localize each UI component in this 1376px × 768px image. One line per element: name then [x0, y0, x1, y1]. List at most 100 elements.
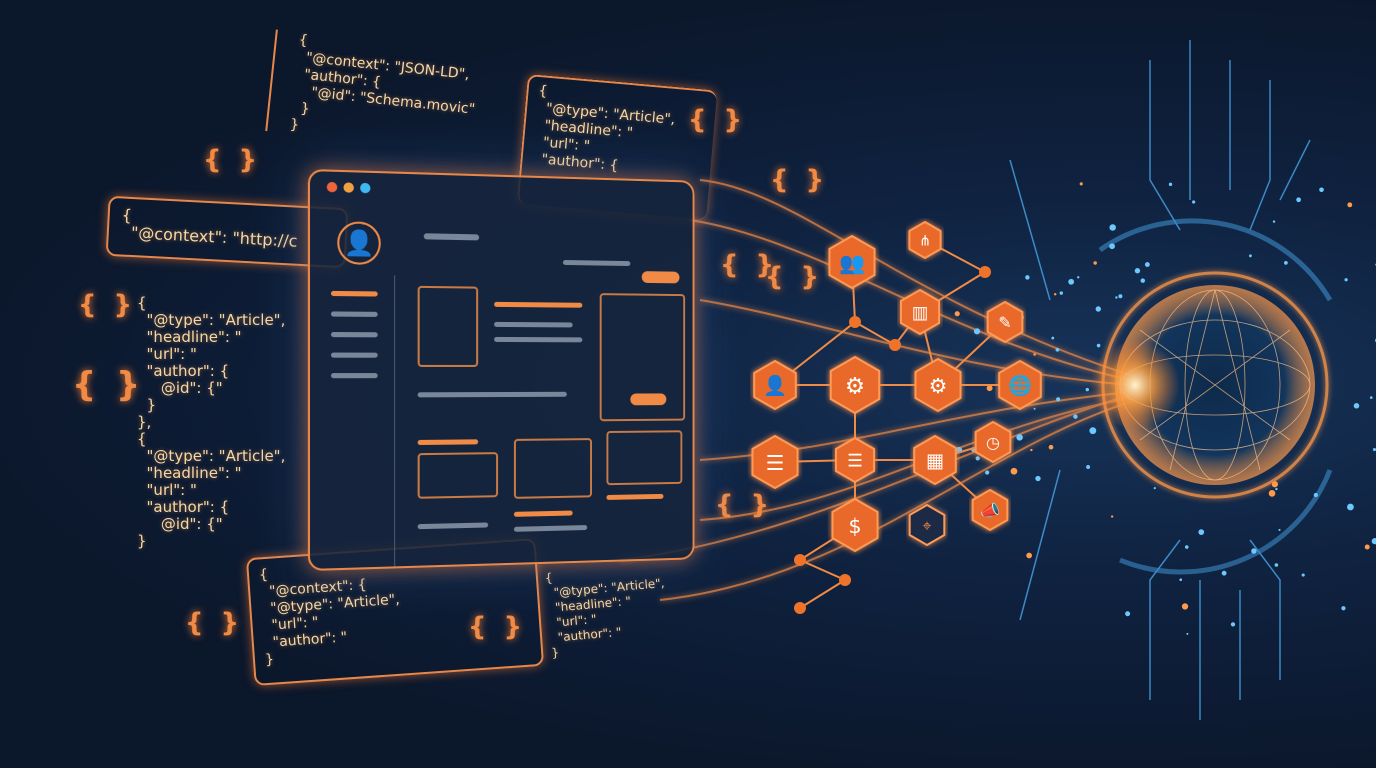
network-dot [889, 339, 901, 351]
particle [1185, 545, 1189, 549]
particle [1141, 278, 1145, 282]
particle [1275, 563, 1279, 567]
particle [1026, 553, 1032, 559]
particle [1049, 445, 1054, 450]
particle [1035, 476, 1040, 481]
particle [1125, 611, 1130, 616]
particle [1096, 306, 1101, 311]
particle [1192, 200, 1195, 203]
code-block-context: { "@context": "JSON-LD", "author": { "@i… [265, 29, 481, 152]
edit-icon: ✎ [998, 313, 1011, 332]
particle [1154, 487, 1156, 489]
code-line: "url": " [137, 482, 285, 499]
particle [1080, 182, 1083, 185]
particle [1372, 538, 1376, 544]
code-line: } [137, 533, 285, 550]
globe-icon: 🌐 [1008, 374, 1032, 397]
building-icon: ▥ [912, 304, 929, 324]
code-line: } [137, 397, 285, 414]
particle [1089, 427, 1096, 434]
particle [1056, 348, 1060, 352]
people-icon: 👥 [839, 251, 865, 275]
particle [1354, 403, 1360, 409]
particle [1179, 578, 1182, 581]
particle [1222, 571, 1227, 576]
network-dot [979, 266, 991, 278]
braces-icon: { } [688, 105, 746, 135]
particle [1365, 545, 1370, 550]
code-line: @id": {" [137, 380, 285, 397]
particle [1118, 294, 1122, 298]
window-maximize-dot [360, 183, 370, 194]
particle [1231, 622, 1235, 626]
image-placeholder [606, 430, 682, 485]
code-line: "@type": "Article", [137, 312, 285, 329]
network-dot [794, 602, 806, 614]
particle [1370, 396, 1373, 399]
particle [1249, 254, 1252, 257]
particle [1296, 197, 1301, 202]
particle [1077, 276, 1079, 278]
braces-icon: { } [468, 612, 526, 642]
clock-icon: ◷ [986, 433, 1000, 452]
braces-icon: { } [715, 490, 773, 520]
particle [1347, 202, 1352, 207]
sidebar-card [600, 293, 685, 421]
particle [1341, 606, 1345, 610]
particle [1135, 268, 1140, 273]
braces-icon: { } [78, 290, 136, 320]
particle [1314, 493, 1318, 497]
particle [1269, 490, 1276, 497]
user-gear-icon: ⚙ [929, 374, 948, 398]
code-block-articles: { "@type": "Article", "headline": " "url… [137, 295, 285, 550]
particle [1284, 261, 1288, 265]
particle [1086, 465, 1090, 469]
particle [1060, 291, 1063, 294]
particle [1273, 220, 1275, 222]
sidebar [310, 274, 395, 571]
megaphone-icon: 📣 [980, 501, 1000, 520]
code-line: "@type": "Article", [137, 448, 285, 465]
particle [1347, 504, 1354, 511]
particle [1030, 449, 1032, 451]
particle [955, 311, 960, 316]
particle [1145, 262, 1150, 267]
particle [1093, 261, 1096, 264]
particle [1344, 278, 1347, 281]
particle [1073, 414, 1077, 418]
particle [1109, 224, 1116, 231]
particle [1186, 633, 1188, 635]
user-icon: 👤 [763, 374, 787, 397]
dollar-user-icon: $ [848, 514, 861, 538]
header-button [642, 271, 680, 283]
particle [1011, 468, 1018, 475]
window-minimize-dot [343, 182, 353, 193]
particle [1275, 488, 1277, 490]
code-block-bottom-right: { "@type": "Article", "headline": " "url… [544, 561, 670, 661]
code-line: "author": { [137, 499, 285, 516]
network-dot [794, 554, 806, 566]
particle [1054, 293, 1056, 295]
code-line: "headline": " [137, 465, 285, 482]
code-line: "headline": " [137, 329, 285, 346]
particle [974, 328, 980, 334]
network-dot [839, 574, 851, 586]
code-line: "author": { [137, 363, 285, 380]
image-placeholder [418, 452, 498, 499]
particle [1111, 515, 1113, 517]
particle [1115, 296, 1117, 298]
image-placeholder [418, 286, 479, 367]
particle [1086, 388, 1089, 391]
window-close-dot [327, 182, 337, 193]
particle [1033, 353, 1036, 356]
particle [1068, 279, 1074, 285]
card-button [630, 393, 666, 405]
light-burst [1090, 340, 1180, 430]
particle [1251, 548, 1256, 553]
particle [1034, 408, 1036, 410]
cube-gear-icon: ⚙ [845, 373, 865, 399]
user-avatar-icon: 👤 [337, 221, 381, 265]
particle [1109, 243, 1115, 249]
particle [1097, 344, 1101, 348]
particle [1169, 183, 1172, 186]
